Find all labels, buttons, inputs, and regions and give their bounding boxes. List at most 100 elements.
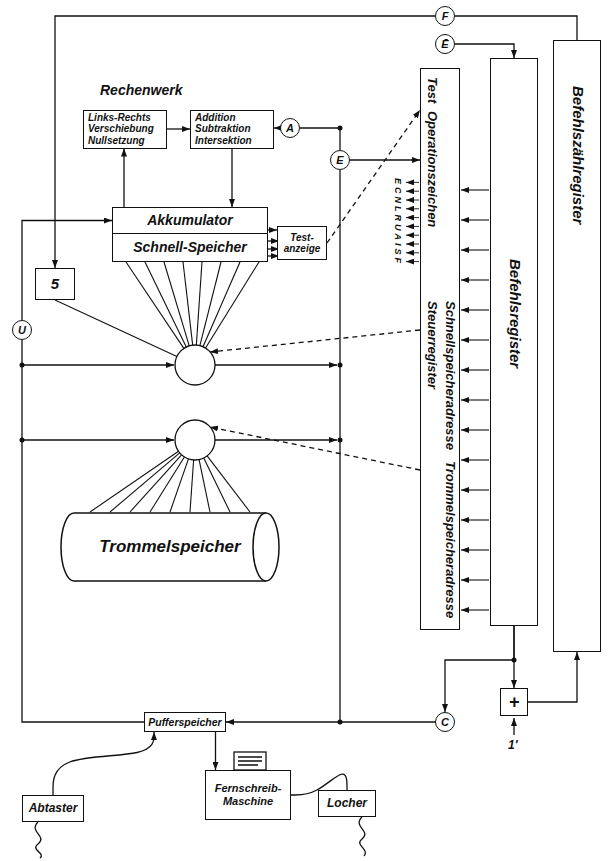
paper-lines: [238, 757, 262, 765]
gate-circle: E: [330, 150, 350, 170]
register-label: Operationszeichen: [424, 111, 440, 227]
selector-wire: [126, 262, 184, 348]
connector: [123, 149, 124, 208]
register-label: Test: [424, 77, 440, 103]
junction-dot: [338, 363, 343, 368]
unit-title: Rechenwerk: [100, 82, 182, 98]
control-line: [210, 330, 420, 352]
register-wire: [461, 489, 489, 490]
punch-box: Locher: [318, 790, 376, 817]
buffer-box: Pufferspeicher: [144, 712, 226, 732]
register-label: Befehlsregister: [506, 259, 524, 368]
selector-wire: [207, 456, 250, 512]
register-label: Befehlszählregister: [569, 86, 587, 224]
register-label: Schnellspeicheradresse: [442, 301, 458, 450]
bus-wire: [22, 439, 174, 440]
box-label: +: [509, 692, 520, 713]
drum-memory: Trommelspeicher: [60, 512, 280, 582]
control-register: TestOperationszeichenSteuerregisterSchne…: [420, 68, 460, 630]
adder-box: +: [500, 688, 528, 716]
register-wire: [461, 609, 489, 610]
bus-wire: [22, 364, 174, 365]
connector: [528, 652, 577, 702]
register-wire: [461, 189, 489, 190]
register-label: Trommelspeicheradresse: [442, 461, 458, 618]
signal-wire: [406, 217, 419, 218]
fast-memory-box: Schnell-Speicher: [112, 234, 268, 262]
connector: [55, 16, 435, 268]
signal-wire: [406, 252, 419, 253]
bus-wire: [339, 128, 340, 150]
box-label: 5: [51, 275, 59, 292]
signal-wire: [406, 191, 419, 192]
accumulator-box: Akkumulator: [112, 207, 268, 234]
signal-wire: [513, 718, 514, 735]
connector: [268, 229, 277, 230]
reader-box: Abtaster: [22, 795, 84, 822]
paper-sheet: [234, 752, 266, 770]
box-label: U: [18, 324, 26, 337]
connector: [22, 221, 112, 321]
connector: [167, 128, 190, 129]
register-wire: [461, 369, 489, 370]
selector-wire: [190, 460, 194, 512]
adder-unit-box: Addition Subtraktion Intersektion: [190, 110, 274, 149]
bus-wire: [215, 364, 337, 365]
connector: [226, 721, 435, 722]
selector-wire: [55, 300, 177, 357]
selector-wire: [204, 458, 230, 512]
register-wire: [461, 399, 489, 400]
register-wire: [461, 459, 489, 460]
box-label: Addition Subtraktion Intersektion: [195, 112, 273, 147]
signal-wire: [406, 182, 419, 183]
register-wire: [461, 549, 489, 550]
gate-circle: Ē: [435, 34, 455, 54]
counter-register: Befehlszählregister: [553, 40, 601, 652]
register-wire: [461, 309, 489, 310]
selector-wire: [164, 262, 189, 346]
connector: [22, 340, 144, 722]
selector-wire: [145, 262, 186, 347]
selector-wire: [90, 451, 179, 512]
selector-wire: [196, 262, 202, 345]
register-wire: [461, 219, 489, 220]
selector-wire: [200, 262, 221, 346]
cable: [359, 817, 365, 856]
signal-wire: [406, 244, 419, 245]
gate-circle: F: [435, 6, 455, 26]
box-label: Locher: [327, 797, 367, 811]
control-line: [210, 427, 420, 470]
register-wire: [461, 249, 489, 250]
bus-wire: [300, 127, 340, 128]
teleprinter-box: Fernschreib- Maschine: [205, 770, 291, 820]
box-label: F: [442, 10, 449, 23]
connector: [350, 159, 420, 160]
box-label: Fernschreib- Maschine: [206, 782, 290, 807]
unit-box: 5: [35, 268, 75, 300]
cable: [35, 822, 41, 858]
test-display-box: Test- anzeige: [277, 226, 327, 260]
signal-letters: ECNLRUAISF: [392, 178, 403, 266]
signal-wire: [406, 226, 419, 227]
selector-circle: [175, 345, 215, 385]
box-label: Akkumulator: [147, 212, 233, 228]
box-label: A: [286, 122, 294, 135]
signal-wire: [406, 208, 419, 209]
connector: [513, 626, 514, 688]
register-wire: [461, 519, 489, 520]
register-wire: [461, 429, 489, 430]
constant-label: 1': [508, 738, 518, 752]
connector: [53, 732, 154, 795]
gate-circle: C: [435, 712, 455, 732]
instruction-register: Befehlsregister: [490, 58, 538, 626]
box-label: Test- anzeige: [278, 232, 326, 255]
connector: [455, 44, 514, 58]
selector-wire: [183, 262, 193, 345]
connector: [231, 149, 232, 208]
drum-end: [253, 513, 279, 581]
selector-wire: [203, 262, 240, 347]
selector-wire: [110, 453, 180, 512]
box-label: Trommelspeicher: [99, 537, 240, 557]
connector: [215, 732, 216, 770]
selector-circle: [175, 420, 215, 460]
